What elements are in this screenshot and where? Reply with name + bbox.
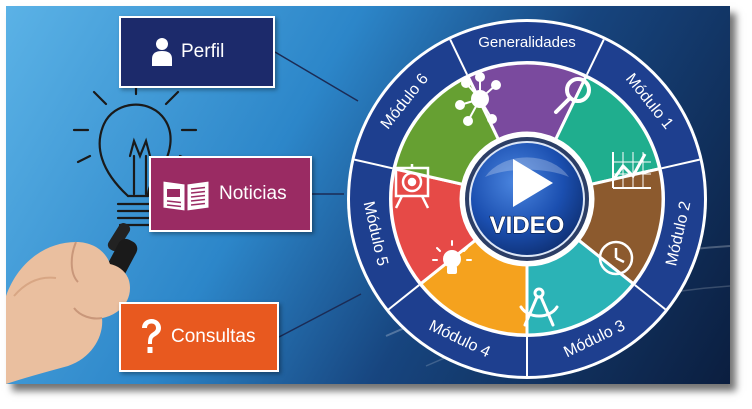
lightbulb-icon — [432, 240, 472, 274]
consultas-label: Consultas — [171, 326, 256, 347]
ring-divider — [387, 284, 420, 311]
compass-icon — [519, 287, 559, 327]
perfil-label: Perfil — [181, 41, 225, 62]
ring-divider — [634, 284, 667, 311]
consultas-connector-line — [278, 293, 362, 338]
magnifier-icon — [554, 77, 591, 114]
hand-with-marker-image — [6, 222, 138, 384]
chart-icon — [611, 152, 651, 189]
play-video-button[interactable]: VIDEO — [461, 133, 593, 265]
banner-scene: Perfil Noticias C — [6, 6, 730, 384]
lightbulb-sketch-icon — [72, 78, 198, 227]
play-icon — [513, 159, 553, 207]
noticias-button[interactable]: Noticias — [149, 156, 312, 232]
target-board-icon — [394, 164, 430, 209]
ring-label-generalidades[interactable]: Generalidades — [478, 34, 576, 51]
network-icon — [455, 72, 501, 126]
ring-divider — [585, 39, 605, 76]
video-label: VIDEO — [490, 212, 565, 239]
background-art — [6, 51, 730, 384]
user-icon — [151, 37, 173, 67]
newspaper-icon — [161, 175, 211, 213]
consultas-button[interactable]: Consultas — [119, 302, 279, 372]
perfil-connector-line — [274, 51, 359, 102]
perfil-button[interactable]: Perfil — [119, 16, 275, 88]
ring-divider — [449, 39, 469, 76]
ring-divider — [354, 158, 393, 170]
question-icon — [139, 318, 163, 356]
clock-icon — [598, 240, 634, 276]
noticias-label: Noticias — [219, 183, 287, 204]
ring-divider — [661, 158, 700, 170]
